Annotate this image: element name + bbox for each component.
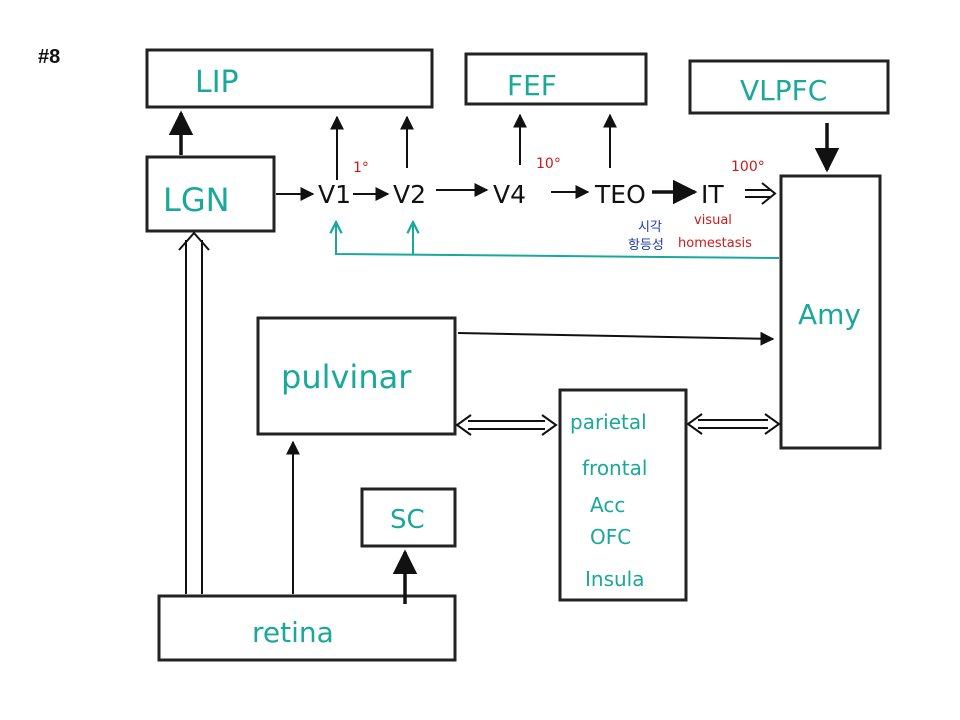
cortex-box: parietal frontal Acc OFC Insula [558,388,688,602]
arrow-cortex-amy-bidirectional [686,413,781,435]
stream-node-v1: V1 [318,180,351,209]
vlpfc-label: VLPFC [740,74,827,107]
slide-number: #8 [38,46,60,68]
stream-node-it: IT [701,180,724,209]
stream-node-v4: V4 [493,180,526,209]
arrow-retina-to-lgn [178,231,210,594]
sc-box: SC [360,487,457,548]
lip-label: LIP [195,65,239,100]
arrow-it-to-amy [745,182,777,205]
rf-size-it: 100° [731,159,765,175]
amy-label: Amy [798,298,861,331]
sc-label: SC [390,505,425,535]
cortex-item-insula: Insula [585,567,644,591]
korean-annotation-line1: 시각 [638,220,662,235]
pulvinar-box: pulvinar [256,316,457,436]
cortex-item-parietal: parietal [570,410,647,434]
visual-annotation-line1: visual [694,213,732,228]
retina-box: retina [157,594,457,662]
cortex-item-acc: Acc [590,493,625,517]
fef-box: FEF [464,52,648,106]
arrow-pulvinar-cortex-bidirectional [455,414,558,436]
visual-annotation-line2: homestasis [678,236,752,251]
retina-label: retina [252,616,334,649]
fef-label: FEF [507,69,557,102]
cortex-item-ofc: OFC [590,525,631,549]
stream-node-teo: TEO [594,180,646,209]
lgn-box: LGN [145,155,276,233]
rf-size-v1: 1° [353,160,369,176]
amy-box: Amy [779,174,882,450]
korean-annotation-line2: 항등성 [628,238,664,253]
vlpfc-box: VLPFC [688,59,890,115]
stream-node-v2: V2 [393,180,426,209]
rf-size-v4: 10° [536,156,561,172]
lgn-label: LGN [163,181,230,219]
feedback-amy-to-v1-v2 [336,222,780,259]
lip-box: LIP [145,48,434,109]
cortex-item-frontal: frontal [582,456,647,480]
pulvinar-label: pulvinar [281,358,412,396]
arrow-pulvinar-to-amy [457,331,775,346]
